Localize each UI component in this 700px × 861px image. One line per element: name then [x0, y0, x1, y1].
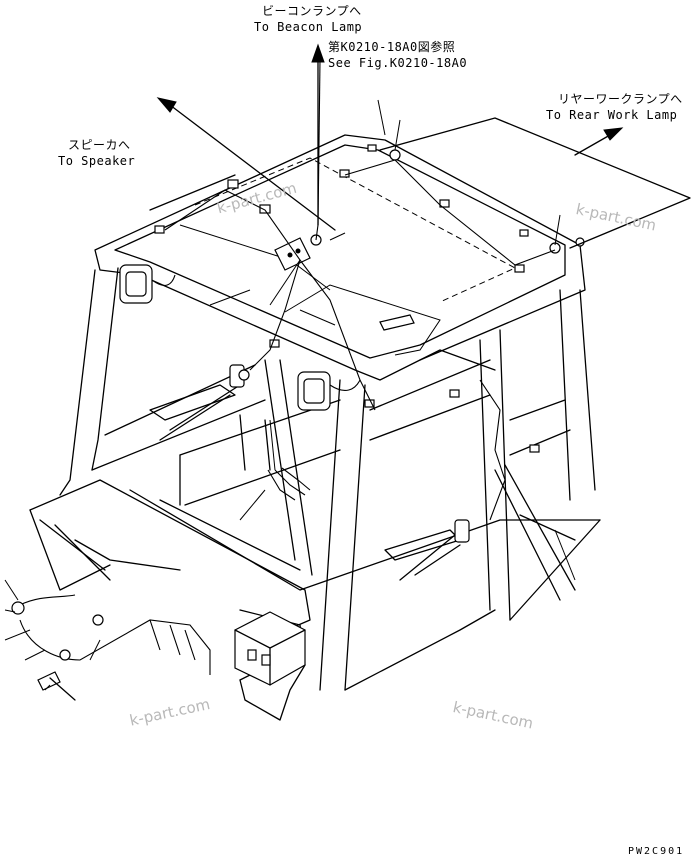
- cab-frame: [29, 267, 601, 721]
- rear-lamp-label-en: To Rear Work Lamp: [546, 108, 678, 122]
- connectors: [154, 144, 585, 453]
- cab-harness: [164, 59, 556, 521]
- front-wiper: [149, 364, 250, 441]
- beacon-label-en: To Beacon Lamp: [254, 20, 363, 34]
- front-work-lamp-left: [119, 264, 176, 304]
- roof-switch: [274, 237, 311, 271]
- dome-lamp: [379, 314, 415, 331]
- see-fig-label-jp: 第K0210-18A0図参照: [328, 40, 456, 54]
- rear-lamp-arrow: [379, 117, 691, 249]
- see-fig-label-en: See Fig.K0210-18A0: [328, 56, 468, 70]
- beacon-arrow: [311, 43, 325, 226]
- right-wiper: [384, 519, 470, 581]
- speaker-arrow: [149, 97, 336, 231]
- speaker-label-jp: スピーカへ: [68, 138, 131, 152]
- drawing-code: PW2C901: [628, 846, 685, 857]
- rear-lamp-label-jp: リヤーワークランプへ: [558, 92, 683, 106]
- beacon-label-jp: ビーコンランプへ: [262, 4, 362, 18]
- leader-lines: [4, 99, 576, 691]
- speaker-label-en: To Speaker: [58, 154, 136, 168]
- front-work-lamp-right: [297, 371, 361, 411]
- dash-harness: [11, 594, 211, 701]
- controller-box: [234, 611, 306, 686]
